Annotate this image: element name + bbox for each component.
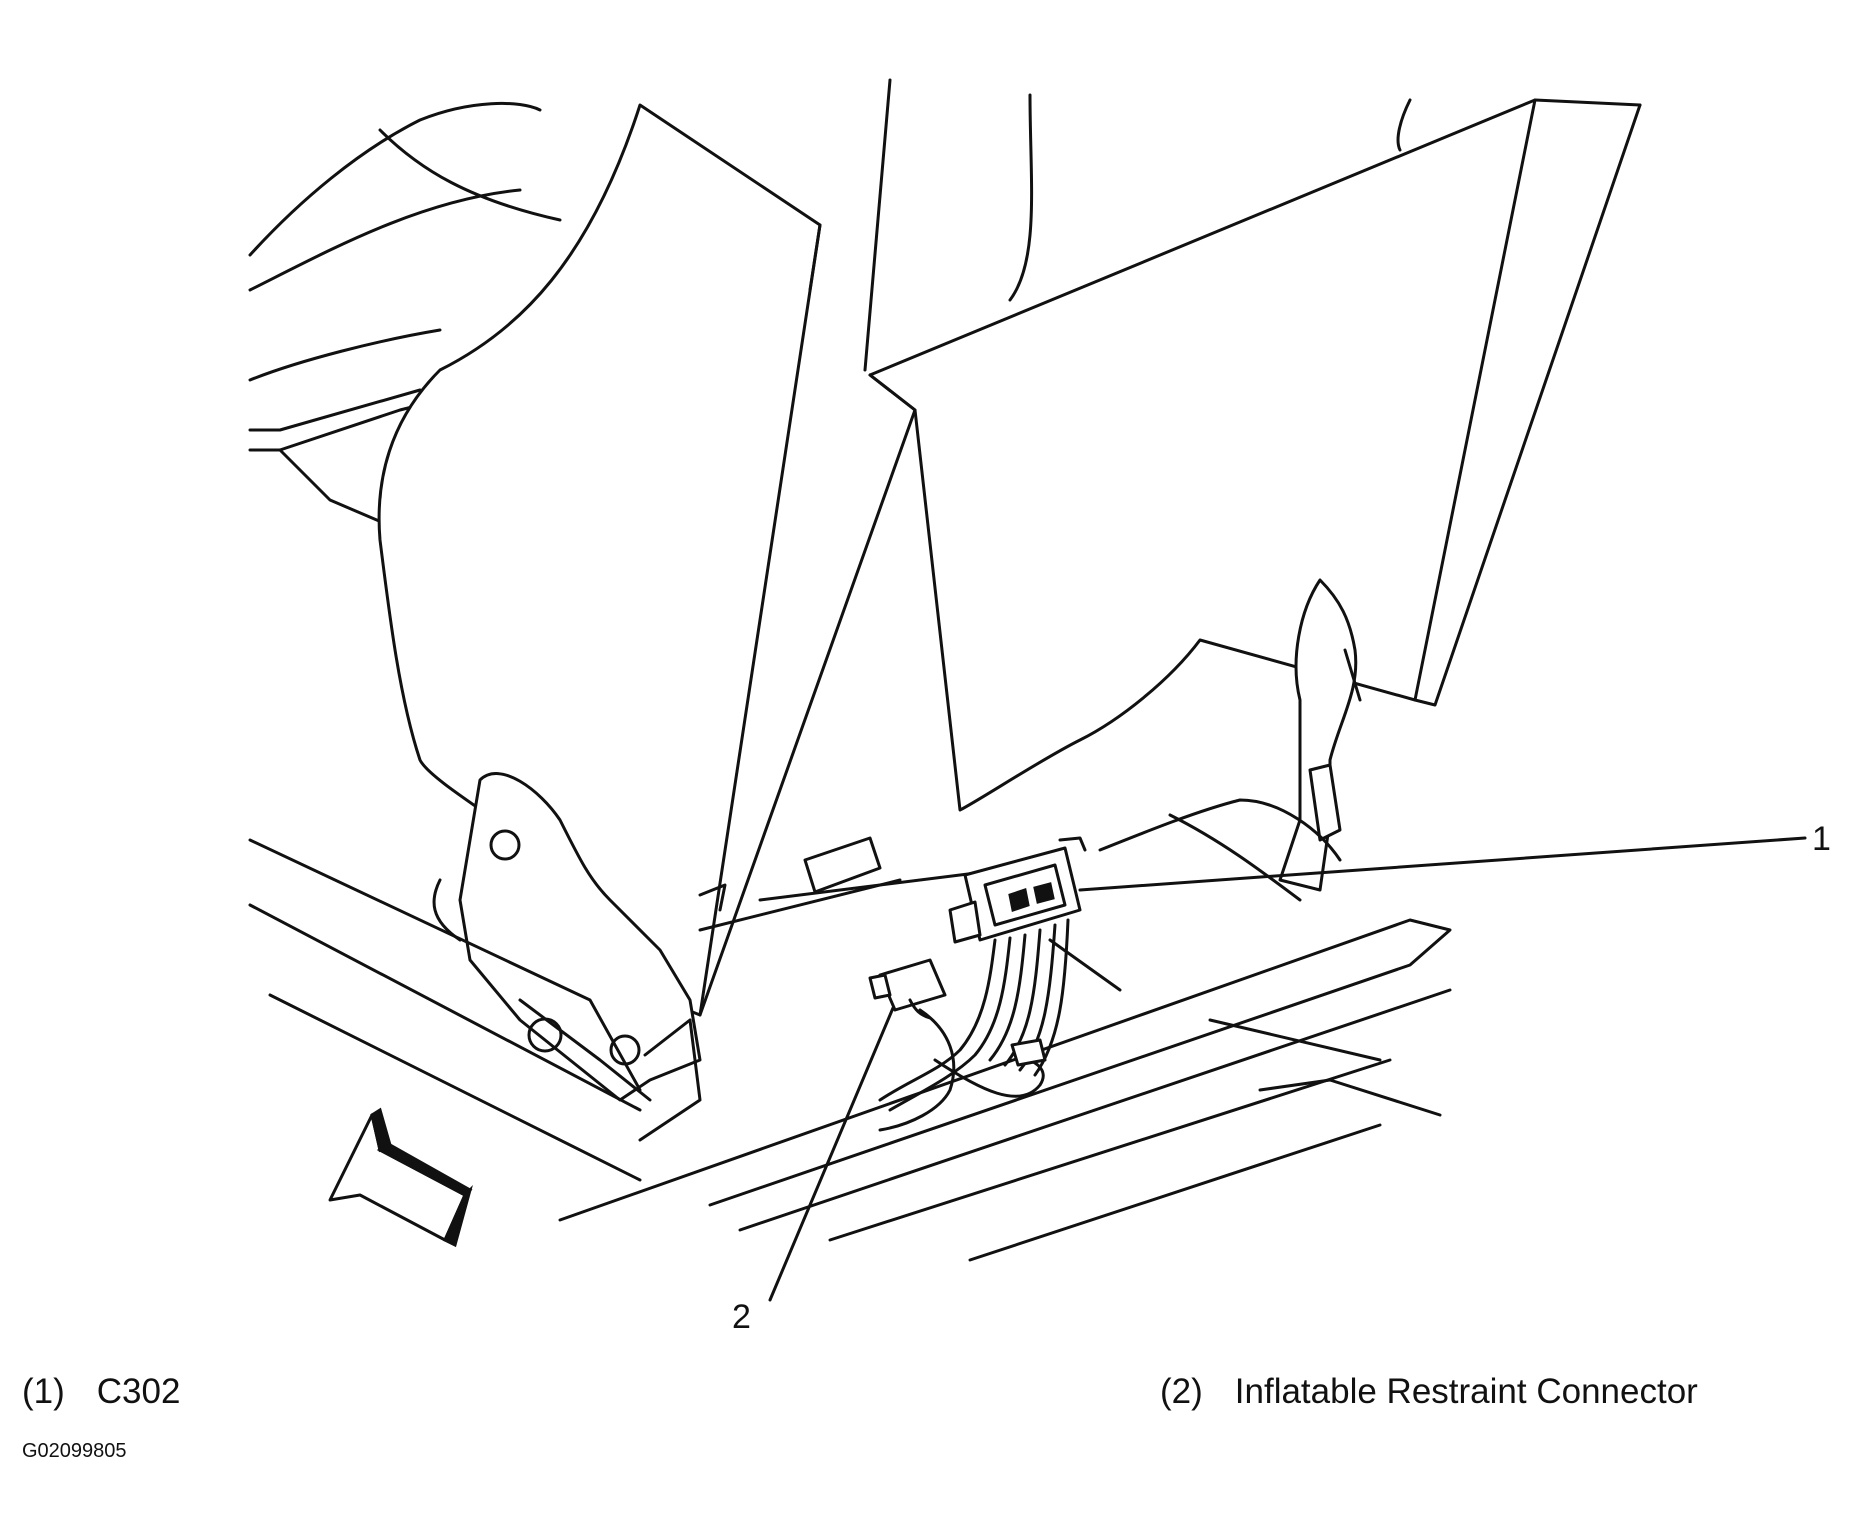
floor-slots bbox=[698, 836, 882, 912]
wiring-harness bbox=[878, 918, 1070, 1132]
leader-line-2 bbox=[768, 1006, 895, 1302]
callout-number-1: 1 bbox=[1812, 820, 1831, 858]
legend-item-1: (1) C302 bbox=[22, 1372, 180, 1412]
floor-pan-contours bbox=[1048, 798, 1382, 1062]
c302-connector bbox=[948, 836, 1087, 944]
legend-item-2: (2) Inflatable Restraint Connector bbox=[1160, 1372, 1698, 1412]
legend-item-1-number: (1) bbox=[22, 1372, 65, 1411]
leader-line-1 bbox=[1078, 836, 1807, 892]
inflatable-restraint-connector bbox=[868, 958, 947, 1020]
seat-back-main-panel bbox=[863, 78, 1642, 812]
figure-id: G02099805 bbox=[22, 1440, 127, 1462]
legend-item-1-label: C302 bbox=[96, 1372, 181, 1411]
legend-item-2-label: Inflatable Restraint Connector bbox=[1234, 1372, 1698, 1411]
callout-number-2: 2 bbox=[732, 1298, 751, 1336]
seat-back-left-panel bbox=[377, 103, 917, 1017]
seat-track-rails bbox=[248, 838, 1452, 1262]
front-direction-arrow-icon bbox=[328, 1107, 473, 1248]
recliner-mechanism-right bbox=[1278, 578, 1362, 892]
seat-cushion-outline bbox=[248, 101, 562, 532]
leader-lines bbox=[768, 836, 1807, 1302]
legend-item-2-number: (2) bbox=[1160, 1372, 1203, 1411]
